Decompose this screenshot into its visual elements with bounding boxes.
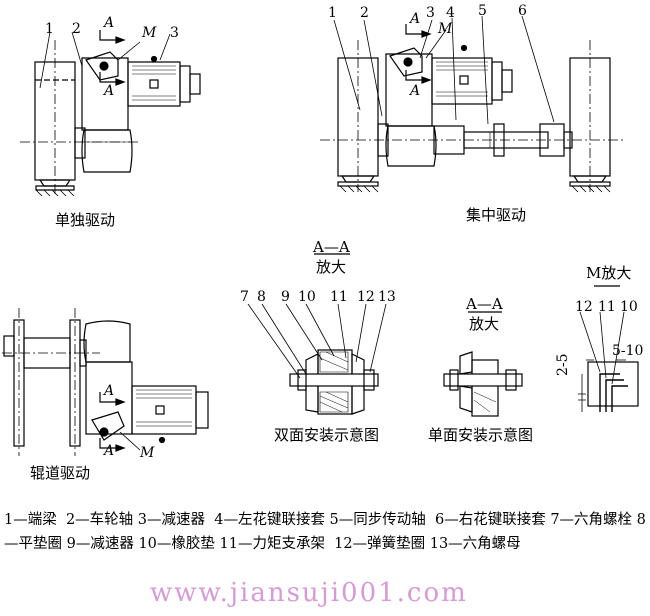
double-mount-caption: 双面安装示意图: [274, 426, 380, 444]
legend-text: 1—端梁 2—车轮轴 3—减速器 4—左花键联接套 5—同步传动轴 6—右花键联…: [4, 512, 646, 552]
m-detail-label-11: 11: [598, 299, 616, 315]
double-mount-label-7: 7: [240, 289, 249, 305]
m-detail-label-12: 12: [575, 299, 593, 315]
single-drive-caption: 单独驱动: [55, 211, 116, 229]
central-label-4: 4: [446, 5, 455, 21]
central-drive-drawing: [320, 15, 625, 193]
double-mount-title-bottom: 放大: [316, 258, 347, 276]
single-mount-drawing: [443, 311, 523, 417]
double-mount-label-11: 11: [330, 289, 348, 305]
central-label-a-bottom: A: [410, 83, 421, 99]
central-label-5: 5: [478, 3, 487, 19]
central-label-6: 6: [518, 3, 527, 19]
single-label-3: 3: [170, 25, 179, 41]
watermark: www.jiansuji001.com: [150, 578, 468, 608]
central-label-a-top: A: [410, 11, 421, 27]
double-mount-label-9: 9: [281, 289, 290, 305]
single-label-2: 2: [72, 21, 81, 37]
roller-label-a-top: A: [104, 383, 115, 399]
single-mount-caption: 单面安装示意图: [428, 426, 534, 444]
single-drive-drawing: [20, 30, 201, 197]
m-detail-dim-5-10: 5-10: [612, 343, 644, 359]
roller-label-a-bottom: A: [104, 443, 115, 459]
central-label-2: 2: [360, 5, 369, 21]
double-mount-drawing: [247, 253, 387, 415]
single-label-a-top: A: [104, 15, 115, 31]
double-mount-label-12: 12: [357, 289, 375, 305]
double-mount-title-top: A—A: [313, 238, 350, 256]
double-mount-label-8: 8: [257, 289, 266, 305]
central-label-m: M: [438, 21, 453, 37]
m-detail-label-10: 10: [620, 299, 638, 315]
single-mount-title-bottom: 放大: [469, 315, 500, 333]
roller-drive-drawing: [2, 308, 209, 456]
m-detail-drawing: [578, 285, 639, 412]
single-mount-title-top: A—A: [466, 295, 503, 313]
m-detail-title: M放大: [586, 264, 632, 282]
single-label-m: M: [142, 25, 157, 41]
central-drive-caption: 集中驱动: [466, 206, 527, 224]
roller-drive-caption: 辊道驱动: [30, 464, 91, 482]
single-label-1: 1: [45, 21, 54, 37]
double-mount-label-13: 13: [378, 289, 396, 305]
double-mount-label-10: 10: [298, 289, 316, 305]
single-label-a-bottom: A: [104, 83, 115, 99]
central-label-3: 3: [426, 5, 435, 21]
central-label-1: 1: [328, 5, 337, 21]
m-detail-dim-2-5: 2-5: [555, 353, 571, 376]
roller-label-m: M: [140, 445, 155, 461]
